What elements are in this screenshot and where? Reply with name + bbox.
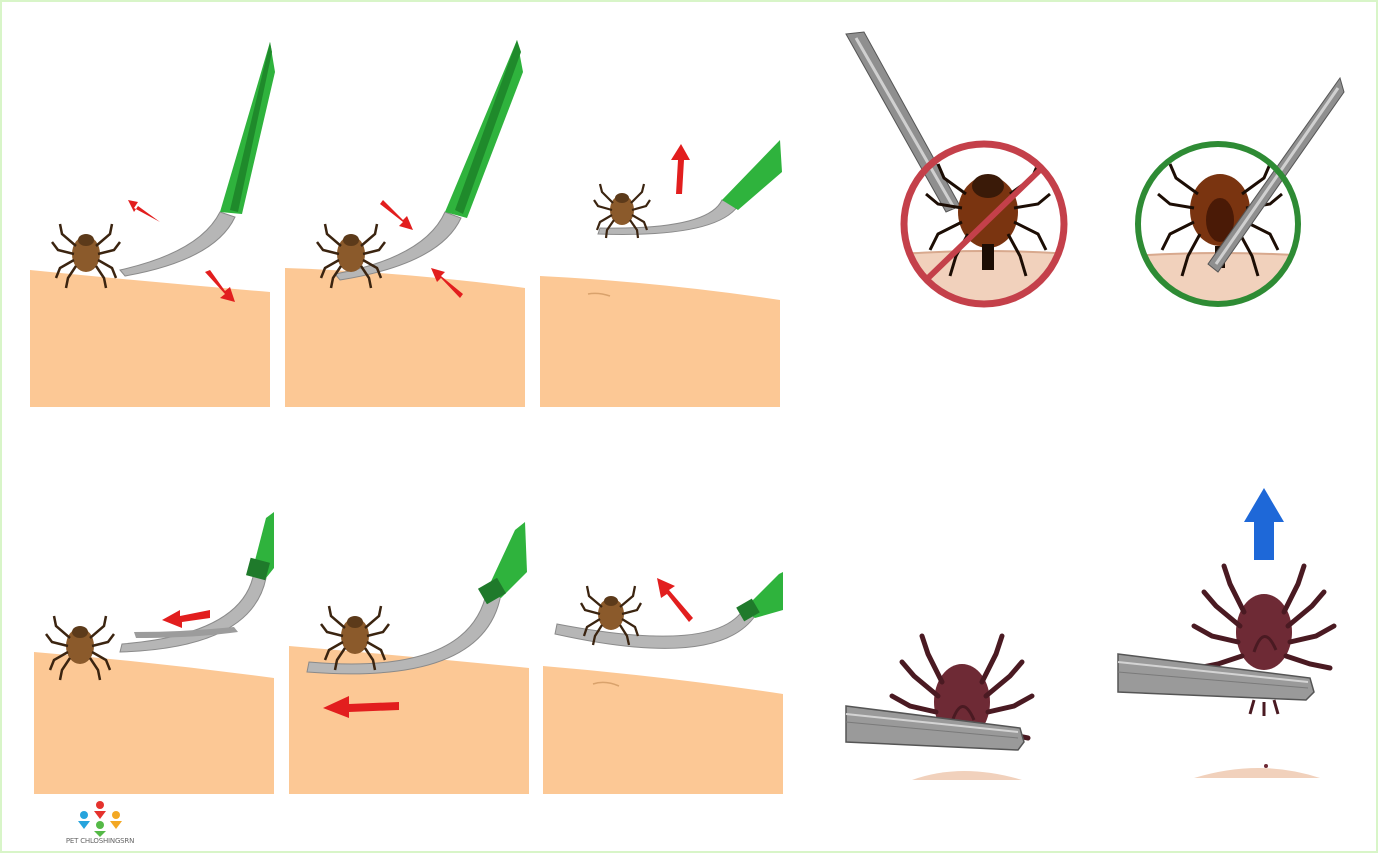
step-3-panel: [540, 32, 780, 412]
step-4-illustration: [34, 422, 274, 802]
step-3-illustration: [540, 32, 780, 412]
red-arrow-icon: [671, 144, 690, 194]
grip-close-panel: [842, 602, 1042, 792]
tool-handle: [722, 140, 782, 210]
wrong-grip-illustration: [842, 32, 1082, 332]
step-2-illustration: [285, 32, 525, 412]
red-arrow-icon: [380, 200, 413, 230]
logo-text: PET CHLOSHINGSRN: [60, 837, 140, 845]
red-arrow-icon: [128, 200, 160, 222]
step-6-illustration: [543, 422, 783, 802]
logo: PET CHLOSHINGSRN: [60, 799, 140, 851]
step-5-panel: [289, 422, 529, 802]
fork-tool-icon: [555, 610, 755, 648]
wrong-grip-panel: [842, 32, 1082, 332]
right-grip-panel: [1122, 32, 1362, 332]
step-6-panel: [543, 422, 783, 802]
grip-close-illustration: [842, 602, 1042, 792]
skin-block: [1194, 768, 1320, 778]
step-5-illustration: [289, 422, 529, 802]
tick-icon: [1194, 566, 1334, 670]
blue-arrow-icon: [1244, 488, 1284, 560]
tweezers-icon: [1118, 654, 1314, 700]
colorful-people-icon: [60, 799, 140, 839]
skin-block: [540, 276, 780, 407]
hook-tool-icon: [120, 212, 235, 276]
step-1-panel: [30, 32, 270, 412]
right-grip-illustration: [1122, 32, 1362, 332]
step-1-illustration: [30, 32, 270, 412]
skin-block: [543, 666, 783, 794]
skin-block: [285, 268, 525, 407]
step-4-panel: [34, 422, 274, 802]
pull-up-panel: [1114, 482, 1344, 792]
skin-block: [30, 270, 270, 407]
pull-up-illustration: [1114, 482, 1344, 792]
fork-tool-icon: [120, 572, 266, 652]
skin-block: [34, 652, 274, 794]
red-arrow-icon: [162, 610, 210, 628]
skin-block: [912, 771, 1022, 780]
step-2-panel: [285, 32, 525, 412]
red-arrow-icon: [657, 578, 693, 622]
